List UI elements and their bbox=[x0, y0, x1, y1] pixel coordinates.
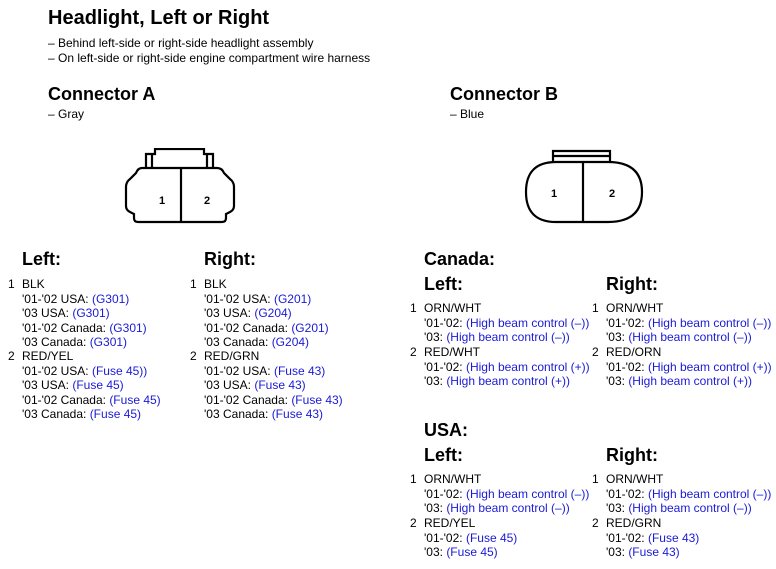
conn-a-right-pin1: 1 BLK '01-'02 USA: (G201) '03 USA: (G204… bbox=[190, 277, 329, 350]
pin-row: '01-'02 USA: (G201) bbox=[204, 291, 312, 306]
pin-row: '03 USA: (Fuse 43) bbox=[204, 378, 306, 392]
connector-a-heading: Connector A bbox=[48, 84, 156, 104]
pin-row: '01-'02 USA: (G301) bbox=[22, 291, 130, 306]
canada-right-pin1: 1 ORN/WHT '01-'02: (High beam control (–… bbox=[592, 301, 771, 345]
pin-number: 2 bbox=[190, 349, 197, 363]
pin-row: '03 Canada: (Fuse 45) bbox=[22, 407, 142, 421]
pin-row: '03: (High beam control (+)) bbox=[606, 374, 753, 388]
conn-a-left-pin2: 2 RED/YEL '01-'02 USA: (Fuse 45)) '03 US… bbox=[8, 349, 161, 422]
pin-row: '03 USA: (G301) bbox=[22, 306, 110, 320]
usa-left-pin1: 1 ORN/WHT '01-'02: (High beam control (–… bbox=[410, 472, 589, 516]
wire-color: ORN/WHT bbox=[606, 472, 664, 486]
connector-b-body bbox=[524, 160, 644, 224]
pin-number: 2 bbox=[592, 516, 599, 530]
pin-number: 1 bbox=[592, 472, 599, 486]
pin-row: '01-'02: (High beam control (+)) bbox=[606, 359, 772, 374]
usa-left-pin2: 2 RED/YEL '01-'02: (Fuse 45) '03: (Fuse … bbox=[410, 516, 517, 560]
pin-number: 2 bbox=[410, 345, 417, 359]
wire-color: BLK bbox=[22, 277, 45, 291]
connector-b-heading: Connector B bbox=[450, 84, 558, 104]
connector-a-color: – Gray bbox=[48, 107, 85, 121]
pin-number: 2 bbox=[592, 345, 599, 359]
pin-number: 2 bbox=[410, 516, 417, 530]
pin-number: 1 bbox=[190, 277, 197, 291]
pin-row: '01-'02: (Fuse 43) bbox=[606, 530, 700, 545]
pin-number: 1 bbox=[592, 301, 599, 315]
wire-color: BLK bbox=[204, 277, 227, 291]
conn-a-left-pin1: 1 BLK '01-'02 USA: (G301) '03 USA: (G301… bbox=[8, 277, 147, 350]
usa-heading: USA: bbox=[424, 420, 468, 440]
connector-b-latch bbox=[551, 149, 612, 162]
location-note-2: – On left-side or right-side engine comp… bbox=[48, 51, 371, 65]
pin-row: '01-'02 Canada: (G201) bbox=[204, 320, 329, 335]
pin-row: '01-'02 USA: (Fuse 43) bbox=[204, 363, 326, 378]
wire-color: ORN/WHT bbox=[424, 301, 482, 315]
connector-a-body bbox=[124, 166, 236, 224]
pin-row: '03: (Fuse 43) bbox=[606, 545, 680, 559]
pin-row: '01-'02 Canada: (Fuse 43) bbox=[204, 392, 343, 407]
pin-row: '01-'02: (High beam control (–)) bbox=[424, 486, 590, 501]
usa-right-heading: Right: bbox=[606, 445, 658, 465]
wire-color: RED/ORN bbox=[606, 345, 662, 359]
connector-a-diagram: 1 2 bbox=[124, 148, 236, 224]
connector-b-color: – Blue bbox=[450, 107, 485, 121]
usa-left-heading: Left: bbox=[424, 445, 463, 465]
pin-row: '03: (Fuse 45) bbox=[424, 545, 498, 559]
connector-a-pin-1: 1 bbox=[159, 195, 165, 207]
wire-color: RED/WHT bbox=[424, 345, 480, 359]
pin-row: '01-'02: (High beam control (–)) bbox=[424, 315, 590, 330]
pin-row: '01-'02: (Fuse 45) bbox=[424, 530, 518, 545]
wire-color: RED/GRN bbox=[204, 349, 260, 363]
connector-a-pin-2: 2 bbox=[204, 195, 210, 207]
canada-right-pin2: 2 RED/ORN '01-'02: (High beam control (+… bbox=[592, 345, 772, 389]
wire-color: ORN/WHT bbox=[606, 301, 664, 315]
conn-a-right-heading: Right: bbox=[204, 249, 256, 269]
canada-left-pin1: 1 ORN/WHT '01-'02: (High beam control (–… bbox=[410, 301, 589, 345]
pin-number: 1 bbox=[410, 472, 417, 486]
pin-row: '01-'02 Canada: (G301) bbox=[22, 320, 147, 335]
location-note-1: – Behind left-side or right-side headlig… bbox=[48, 36, 314, 50]
pin-row: '03 USA: (G204) bbox=[204, 306, 292, 320]
pin-row: '01-'02: (High beam control (–)) bbox=[606, 315, 772, 330]
pin-row: '03 Canada: (G301) bbox=[22, 335, 128, 349]
pin-row: '03: (High beam control (+)) bbox=[424, 374, 571, 388]
pin-number: 2 bbox=[8, 349, 15, 363]
page-title: Headlight, Left or Right bbox=[48, 7, 270, 29]
connector-a-latch bbox=[144, 148, 215, 168]
pin-row: '01-'02: (High beam control (+)) bbox=[424, 359, 590, 374]
pin-number: 1 bbox=[8, 277, 15, 291]
pin-row: '03: (High beam control (–)) bbox=[424, 501, 570, 515]
pin-row: '03: (High beam control (–)) bbox=[424, 330, 570, 344]
pin-row: '01-'02 Canada: (Fuse 45) bbox=[22, 392, 161, 407]
conn-a-left-heading: Left: bbox=[22, 249, 61, 269]
connector-b-pin-2: 2 bbox=[609, 188, 615, 200]
wire-color: RED/YEL bbox=[22, 349, 74, 363]
usa-right-pin1: 1 ORN/WHT '01-'02: (High beam control (–… bbox=[592, 472, 771, 516]
pin-row: '03 USA: (Fuse 45) bbox=[22, 378, 124, 392]
pin-row: '03: (High beam control (–)) bbox=[606, 501, 752, 515]
pin-row: '01-'02 USA: (Fuse 45)) bbox=[22, 363, 148, 378]
usa-right-pin2: 2 RED/GRN '01-'02: (Fuse 43) '03: (Fuse … bbox=[592, 516, 699, 560]
pin-number: 1 bbox=[410, 301, 417, 315]
canada-right-heading: Right: bbox=[606, 274, 658, 294]
pin-row: '01-'02: (High beam control (–)) bbox=[606, 486, 772, 501]
canada-left-heading: Left: bbox=[424, 274, 463, 294]
canada-heading: Canada: bbox=[424, 249, 496, 269]
canada-left-pin2: 2 RED/WHT '01-'02: (High beam control (+… bbox=[410, 345, 590, 389]
pin-row: '03 Canada: (G204) bbox=[204, 335, 310, 349]
pin-row: '03: (High beam control (–)) bbox=[606, 330, 752, 344]
conn-a-right-pin2: 2 RED/GRN '01-'02 USA: (Fuse 43) '03 USA… bbox=[190, 349, 343, 422]
connector-b-pin-1: 1 bbox=[551, 188, 557, 200]
wire-color: ORN/WHT bbox=[424, 472, 482, 486]
pin-row: '03 Canada: (Fuse 43) bbox=[204, 407, 324, 421]
wire-color: RED/YEL bbox=[424, 516, 476, 530]
wire-color: RED/GRN bbox=[606, 516, 662, 530]
connector-b-diagram: 1 2 bbox=[524, 149, 644, 224]
